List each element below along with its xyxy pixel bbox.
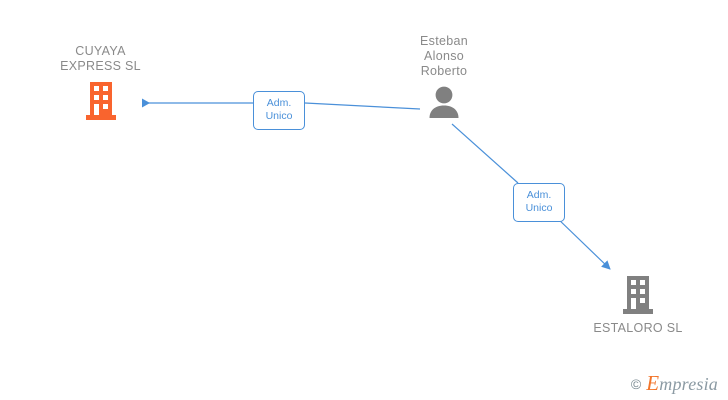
brand-wordmark: Empresia bbox=[646, 373, 718, 394]
node-label-estaloro: ESTALORO SL bbox=[593, 321, 683, 335]
node-label-cuyaya: CUYAYA EXPRESS SL bbox=[60, 44, 141, 73]
edge-segment-right bbox=[304, 102, 421, 110]
brand-initial: E bbox=[646, 371, 660, 395]
node-company-cuyaya[interactable]: CUYAYA EXPRESS SL bbox=[28, 44, 173, 120]
building-icon bbox=[623, 276, 653, 314]
edge-label-adm-unico-estaloro[interactable]: Adm. Unico bbox=[513, 183, 565, 222]
edge-label-adm-unico-cuyaya[interactable]: Adm. Unico bbox=[253, 91, 305, 130]
edge-person-to-estaloro bbox=[451, 123, 611, 270]
brand-rest: mpresia bbox=[659, 374, 718, 394]
node-label-person: Esteban Alonso Roberto bbox=[420, 34, 468, 78]
copyright-icon: © bbox=[630, 375, 642, 392]
edge-segment-lower bbox=[554, 215, 611, 270]
watermark: © Empresia bbox=[631, 373, 718, 394]
building-icon-wrapper bbox=[578, 276, 698, 314]
person-icon bbox=[429, 86, 459, 118]
building-icon bbox=[85, 82, 116, 120]
edge-segment-upper bbox=[451, 123, 519, 184]
edge-person-to-cuyaya bbox=[142, 98, 421, 110]
node-company-estaloro[interactable]: ESTALORO SL bbox=[578, 276, 698, 336]
building-icon-wrapper bbox=[28, 82, 173, 120]
person-icon-wrapper bbox=[389, 85, 499, 118]
node-person-esteban-alonso-roberto[interactable]: Esteban Alonso Roberto bbox=[389, 34, 499, 118]
